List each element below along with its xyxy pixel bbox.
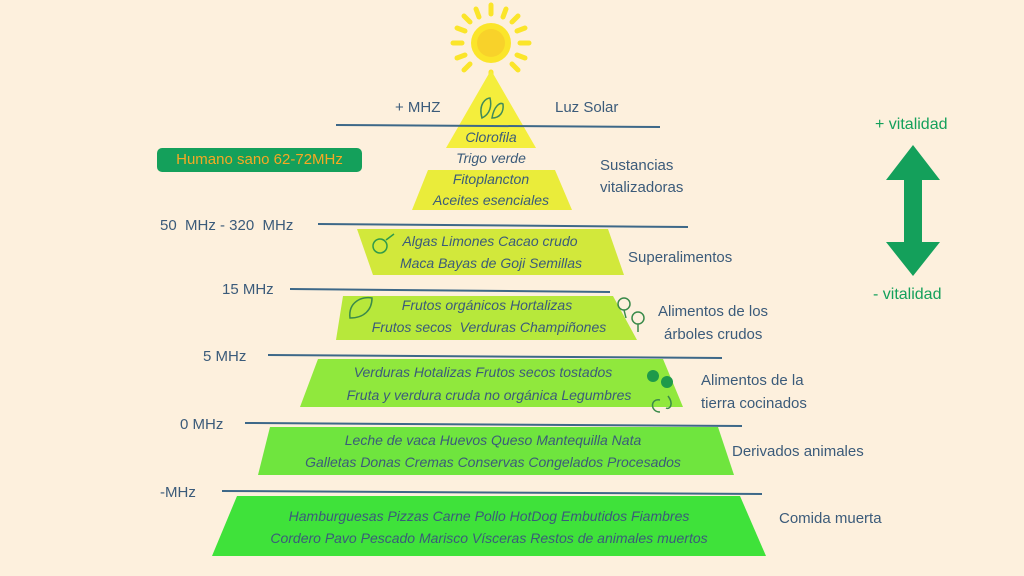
tier-item: Frutos secos Verduras Champiñones	[371, 319, 607, 335]
level-lines	[221, 124, 763, 495]
level-label: 0 MHz	[180, 416, 224, 433]
tier-item: Hamburguesas Pizzas Carne Pollo HotDog E…	[288, 508, 690, 524]
tier-item: Cordero Pavo Pescado Marisco Vísceras Re…	[270, 530, 708, 546]
tier-item: Aceites esenciales	[433, 192, 549, 208]
tier-item: Frutos orgánicos Hortalizas	[401, 297, 573, 313]
leaf-icon	[480, 97, 504, 120]
tier-item: Maca Bayas de Goji Semillas	[399, 255, 583, 271]
sun-icon	[450, 2, 532, 84]
category-label: Comida muerta	[779, 510, 882, 527]
tier-item: Trigo verde	[456, 150, 526, 166]
level-label: -MHz	[160, 484, 196, 501]
tier-derivados-animales	[258, 427, 734, 475]
vitality-bottom-label: - vitalidad	[873, 286, 942, 303]
category-line: tierra cocinados	[701, 395, 807, 412]
level-label: 50 MHz - 320 MHz	[160, 217, 294, 234]
broccoli-icon	[617, 297, 645, 332]
level-label: + MHZ	[395, 99, 441, 116]
tier-comida-muerta	[212, 496, 766, 556]
tier-item: Clorofila	[465, 129, 517, 145]
category-line: Alimentos de los	[658, 303, 769, 320]
category-label: Sustancias vitalizadoras	[600, 155, 683, 199]
category-label: Alimentos de los árboles crudos	[658, 300, 768, 346]
tier-tierra-cocinados	[300, 359, 683, 407]
tier-item: Fitoplancton	[452, 171, 530, 187]
category-label: Superalimentos	[628, 249, 733, 266]
tier-luz-solar	[446, 70, 536, 148]
tier-arboles-crudos	[336, 296, 637, 340]
healthy-human-badge: Humano sano 62-72MHz	[157, 148, 362, 172]
lime-icon	[372, 233, 395, 254]
category-line: vitalizadoras	[600, 179, 684, 196]
tier-item: Galletas Donas Cremas Conservas Congelad…	[305, 454, 681, 470]
category-line: árboles crudos	[664, 326, 763, 343]
category-line: Sustancias	[600, 157, 674, 174]
tier-item: Algas Limones Cacao crudo	[402, 233, 578, 249]
tier-item: Leche de vaca Huevos Queso Mantequilla N…	[344, 432, 642, 448]
category-label: Derivados animales	[732, 443, 864, 460]
category-line: Alimentos de la	[701, 372, 804, 389]
level-label: 5 MHz	[203, 348, 247, 365]
tier-superalimentos	[357, 229, 624, 275]
tier-item: Fruta y verdura cruda no orgánica Legumb…	[346, 387, 632, 403]
category-label: Alimentos de la tierra cocinados	[701, 369, 807, 415]
vitality-arrow	[886, 145, 940, 276]
tier-sustancias	[412, 170, 572, 210]
peas-icon	[647, 370, 673, 413]
vitality-top-label: + vitalidad	[875, 116, 948, 133]
level-label: 15 MHz	[222, 281, 274, 298]
lettuce-icon	[349, 296, 373, 319]
category-label: Luz Solar	[555, 99, 619, 116]
tier-item: Verduras Hotalizas Frutos secos tostados	[353, 364, 613, 380]
